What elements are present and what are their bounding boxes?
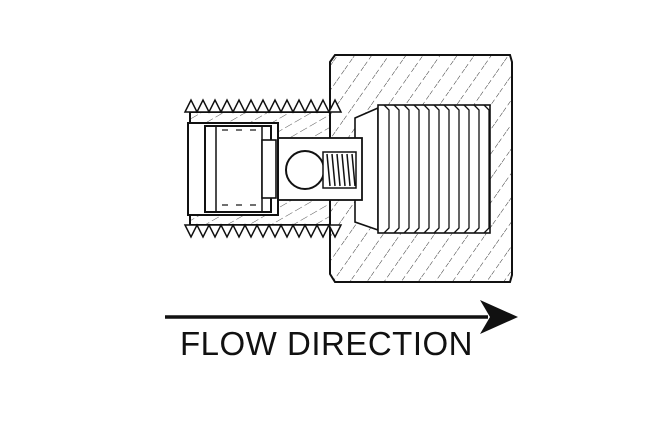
check-ball [285, 150, 325, 190]
flow-arrow [165, 300, 518, 334]
spring [322, 151, 357, 189]
flow-direction-label: FLOW DIRECTION [180, 325, 473, 362]
female-thread-bore [354, 104, 491, 234]
valve-cartridge [204, 125, 277, 213]
